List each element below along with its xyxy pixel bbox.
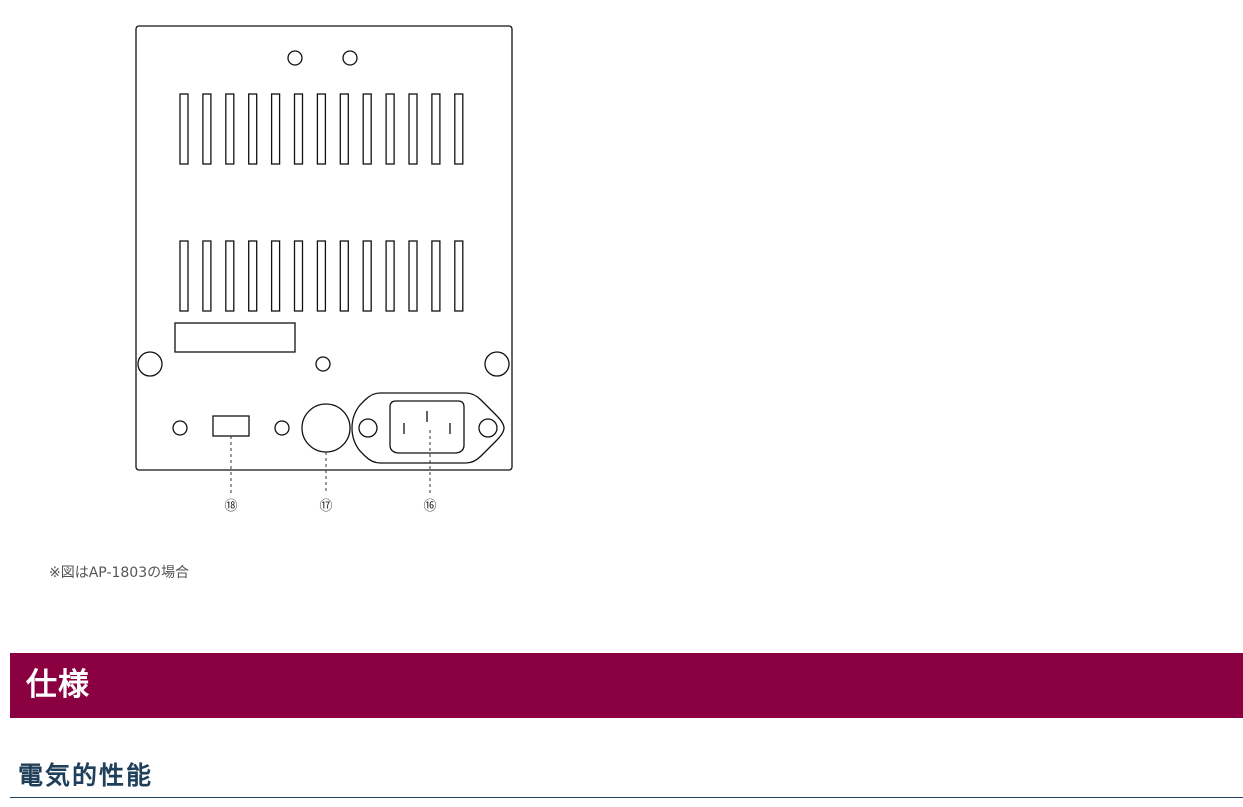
vent-slot (202, 240, 212, 312)
vent-slot (454, 93, 464, 165)
vent-slot (293, 240, 304, 312)
vent-slot (316, 240, 327, 312)
vent-slot (225, 93, 235, 165)
vent-slot (248, 93, 258, 165)
ac-inlet-socket (389, 400, 465, 454)
mount-hole-left (137, 351, 163, 377)
subsection-divider (10, 797, 1243, 798)
vent-slot (270, 240, 281, 312)
callout-18: ⑱ (224, 499, 237, 514)
ac-inlet-flange (351, 392, 505, 464)
inlet-screw-right (478, 418, 498, 438)
section-title: 仕様 (26, 667, 90, 703)
vent-slot (248, 240, 258, 312)
screw-hole (315, 356, 331, 372)
vent-slot (431, 93, 441, 165)
inlet-screw-left (358, 418, 378, 438)
screw-hole (287, 50, 303, 66)
mount-hole-right (484, 351, 510, 377)
vent-slot (179, 93, 189, 165)
screw-hole (342, 50, 358, 66)
vent-slot (408, 93, 418, 165)
fuse-holder (212, 415, 250, 437)
vent-slot (454, 240, 464, 312)
round-connector (301, 403, 351, 453)
vent-slot (293, 93, 304, 165)
vent-slot (316, 93, 327, 165)
callout-17: ⑰ (319, 499, 332, 514)
vent-slot (385, 240, 395, 312)
vent-slot (385, 93, 395, 165)
vent-slot (179, 240, 189, 312)
vent-slots-upper (179, 93, 464, 165)
screw-hole (172, 420, 188, 436)
vent-slot (202, 93, 212, 165)
figure-caption: ※図はAP-1803の場合 (49, 565, 190, 581)
vent-slot (225, 240, 235, 312)
vent-slots-lower (179, 240, 464, 312)
vent-slot (339, 93, 349, 165)
callout-16: ⑯ (423, 499, 436, 514)
vent-slot (339, 240, 349, 312)
rear-panel-diagram: ⑱ ⑰ ⑯ (135, 25, 513, 514)
subsection-title: 電気的性能 (18, 761, 154, 790)
section-header-bar: 仕様 (10, 653, 1243, 718)
label-plate (174, 322, 296, 353)
vent-slot (408, 240, 418, 312)
panel-outline (135, 25, 513, 471)
vent-slot (270, 93, 281, 165)
vent-slot (431, 240, 441, 312)
vent-slot (362, 240, 372, 312)
screw-hole (274, 420, 290, 436)
vent-slot (362, 93, 372, 165)
